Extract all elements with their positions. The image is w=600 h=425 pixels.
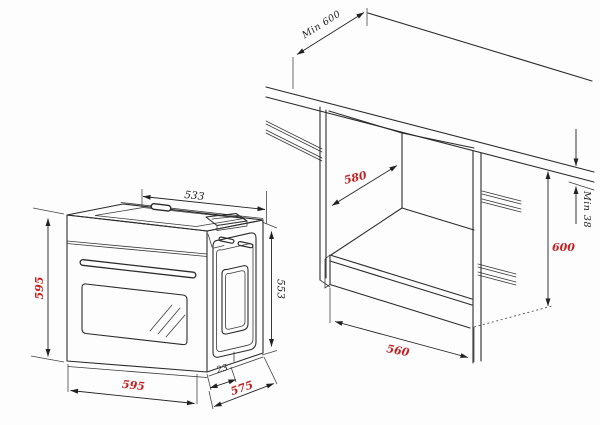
worktop bbox=[265, 12, 595, 183]
dim-label-575: 575 bbox=[229, 378, 255, 398]
dim-oven-body-height: 553 bbox=[261, 221, 287, 356]
dim-niche-width: 560 bbox=[329, 288, 475, 362]
dim-label-min38: Min 38 bbox=[581, 190, 592, 228]
oven-drawing: 533 595 553 595 23 bbox=[30, 189, 287, 410]
base-rail bbox=[324, 254, 473, 329]
dim-label-580: 580 bbox=[343, 169, 369, 187]
dim-oven-depth: 575 bbox=[208, 356, 278, 410]
oven-door-handle bbox=[79, 259, 197, 279]
dim-oven-width: 595 bbox=[67, 364, 198, 406]
dim-label-533: 533 bbox=[184, 189, 206, 203]
niche-interior bbox=[319, 106, 482, 364]
dim-label-560: 560 bbox=[385, 342, 410, 359]
dim-oven-height: 595 bbox=[30, 207, 65, 363]
dim-worktop-depth: Min 600 bbox=[292, 8, 368, 89]
dim-label-600: 600 bbox=[552, 241, 575, 254]
dim-label-min600: Min 600 bbox=[299, 9, 343, 42]
dim-oven-top-width: 533 bbox=[141, 189, 267, 224]
oven-front-face bbox=[66, 214, 208, 378]
dim-top-clearance: Min 38 bbox=[568, 129, 595, 228]
dim-niche-height: 600 bbox=[473, 171, 575, 328]
dim-niche-depth: 580 bbox=[331, 165, 398, 206]
left-cabinet-cut-lines bbox=[265, 120, 323, 162]
oven-side-face bbox=[206, 219, 264, 377]
dim-label-23: 23 bbox=[215, 363, 230, 376]
right-cabinet-cut-lines bbox=[477, 190, 522, 286]
dim-label-595-height: 595 bbox=[33, 277, 46, 300]
oven-door-window bbox=[81, 283, 188, 346]
dim-label-595-width: 595 bbox=[121, 378, 145, 393]
dim-label-553: 553 bbox=[275, 279, 287, 299]
cabinet-drawing: Min 600 bbox=[265, 8, 595, 364]
